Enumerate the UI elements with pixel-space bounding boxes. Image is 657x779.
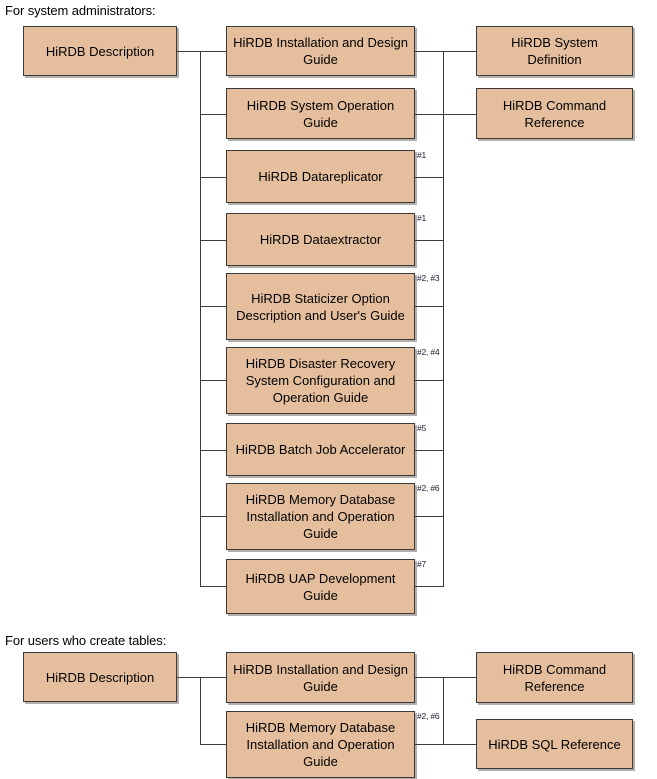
section-label-system-administrators: For system administrators: <box>5 3 156 18</box>
footnote-marker-disaster-recovery: #2, #4 <box>417 347 440 357</box>
connector-stub-7 <box>200 450 226 451</box>
footnote-marker-batch-job: #5 <box>417 423 427 433</box>
footnote-marker-uap-development: #7 <box>417 559 427 569</box>
connector-right-stub-6 <box>415 380 444 381</box>
node-label: HiRDB SQL Reference <box>488 736 621 752</box>
connector-right-trunk-users <box>443 677 444 744</box>
node-label: HiRDB System Operation Guide <box>246 97 395 130</box>
connector-right-stub-4 <box>415 240 444 241</box>
node-label: HiRDB Staticizer Option Description and … <box>236 290 405 323</box>
connector-right-stub-7 <box>415 450 444 451</box>
connector-right-stub-users-2 <box>415 744 444 745</box>
node-hirdb-installation-design-guide-users[interactable]: HiRDB Installation and Design Guide <box>226 652 415 703</box>
connector-stub-users-1 <box>200 677 226 678</box>
connector-to-sql-reference <box>443 744 476 745</box>
node-label: HiRDB Installation and Design Guide <box>233 35 408 67</box>
node-hirdb-installation-design-guide-admin[interactable]: HiRDB Installation and Design Guide <box>226 26 415 76</box>
connector-right-stub-8 <box>415 516 444 517</box>
connector-stub-4 <box>200 240 226 241</box>
connector-stub-9 <box>200 586 226 587</box>
node-label: HiRDB Description <box>45 669 155 685</box>
node-label: HiRDB Memory Database Installation and O… <box>245 720 396 769</box>
connector-right-stub-1 <box>415 51 444 52</box>
footnote-marker-dataextractor: #1 <box>417 213 427 223</box>
node-label: HiRDB Description <box>45 43 155 59</box>
node-hirdb-staticizer-option[interactable]: HiRDB Staticizer Option Description and … <box>226 273 415 340</box>
node-label: HiRDB Command Reference <box>502 661 607 694</box>
connector-stub-3 <box>200 177 226 178</box>
connector-right-stub-5 <box>415 306 444 307</box>
footnote-marker-datareplicator: #1 <box>417 150 427 160</box>
connector-to-system-definition <box>443 51 476 52</box>
connector-right-stub-9 <box>415 586 444 587</box>
footnote-marker-memory-database-users: #2, #6 <box>417 711 440 721</box>
node-label: HiRDB Memory Database Installation and O… <box>245 492 396 541</box>
node-label: HiRDB Batch Job Accelerator <box>235 442 406 457</box>
connector-right-stub-users-1 <box>415 677 444 678</box>
node-hirdb-system-definition[interactable]: HiRDB System Definition <box>476 26 633 76</box>
node-hirdb-batch-job-accelerator[interactable]: HiRDB Batch Job Accelerator <box>226 423 415 476</box>
node-label: HiRDB UAP Development Guide <box>245 570 396 603</box>
connector-stub-2 <box>200 114 226 115</box>
connector-left-stub-admin <box>177 51 201 52</box>
section-label-users-who-create-tables: For users who create tables: <box>5 633 167 648</box>
node-label: HiRDB Disaster Recovery System Configura… <box>245 356 396 405</box>
connector-stub-1 <box>200 51 226 52</box>
node-hirdb-disaster-recovery[interactable]: HiRDB Disaster Recovery System Configura… <box>226 347 415 414</box>
node-hirdb-memory-database-users[interactable]: HiRDB Memory Database Installation and O… <box>226 711 415 778</box>
node-label: HiRDB System Definition <box>511 35 598 67</box>
connector-stub-8 <box>200 516 226 517</box>
footnote-marker-staticizer: #2, #3 <box>417 273 440 283</box>
node-label: HiRDB Command Reference <box>502 97 607 130</box>
connector-stub-users-2 <box>200 744 226 745</box>
connector-to-command-reference-users <box>443 677 476 678</box>
connector-left-trunk-admin <box>200 51 201 586</box>
connector-left-stub-users <box>177 677 201 678</box>
connector-right-trunk-admin <box>443 51 444 586</box>
node-label: HiRDB Dataextractor <box>259 232 382 247</box>
node-hirdb-datareplicator[interactable]: HiRDB Datareplicator <box>226 150 415 203</box>
connector-to-command-reference-admin <box>443 114 476 115</box>
node-hirdb-command-reference-users[interactable]: HiRDB Command Reference <box>476 652 633 703</box>
node-label: HiRDB Datareplicator <box>258 169 383 184</box>
node-label: HiRDB Installation and Design Guide <box>233 661 408 694</box>
node-hirdb-dataextractor[interactable]: HiRDB Dataextractor <box>226 213 415 266</box>
node-hirdb-sql-reference[interactable]: HiRDB SQL Reference <box>476 719 633 769</box>
node-hirdb-system-operation-guide[interactable]: HiRDB System Operation Guide <box>226 88 415 139</box>
footnote-marker-memory-database-admin: #2, #6 <box>417 483 440 493</box>
node-hirdb-description-users[interactable]: HiRDB Description <box>23 652 177 702</box>
node-hirdb-command-reference-admin[interactable]: HiRDB Command Reference <box>476 88 633 139</box>
node-hirdb-uap-development-guide[interactable]: HiRDB UAP Development Guide <box>226 559 415 614</box>
connector-stub-6 <box>200 380 226 381</box>
node-hirdb-memory-database-admin[interactable]: HiRDB Memory Database Installation and O… <box>226 483 415 550</box>
connector-right-stub-2 <box>415 114 444 115</box>
connector-right-stub-3 <box>415 177 444 178</box>
connector-left-trunk-users <box>200 677 201 744</box>
node-hirdb-description-admin[interactable]: HiRDB Description <box>23 26 177 76</box>
connector-stub-5 <box>200 306 226 307</box>
